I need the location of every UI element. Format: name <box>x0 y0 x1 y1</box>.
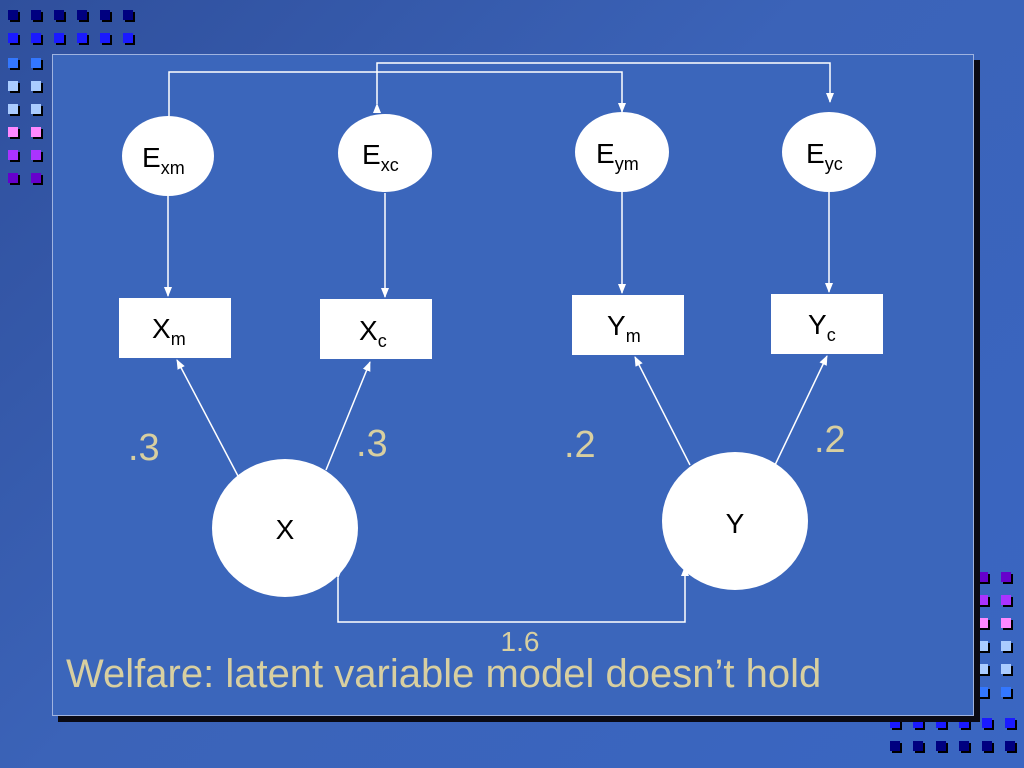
svg-text:Yc: Yc <box>808 309 836 345</box>
decor-square <box>978 595 988 605</box>
loading-arrows <box>176 355 828 477</box>
error-node-exm: Exm <box>122 116 214 196</box>
svg-text:Eym: Eym <box>596 138 639 174</box>
decor-square <box>8 33 18 43</box>
x-y-covariance-arrow <box>334 566 689 623</box>
decor-square <box>1001 618 1011 628</box>
svg-text:Xc: Xc <box>359 315 387 351</box>
decor-square <box>31 10 41 20</box>
decor-square <box>54 33 64 43</box>
svg-text:Eyc: Eyc <box>806 138 843 174</box>
y-to-yc-arrow <box>774 355 828 466</box>
exc-eyc-covariance <box>373 62 834 113</box>
decor-square <box>936 741 946 751</box>
decor-square <box>978 618 988 628</box>
decor-square <box>31 58 41 68</box>
error-node-eym: Eym <box>575 112 669 192</box>
decor-square <box>31 33 41 43</box>
decor-square <box>100 10 110 20</box>
decor-square <box>123 10 133 20</box>
decor-square <box>913 718 923 728</box>
decor-square <box>8 104 18 114</box>
decor-square <box>1005 741 1015 751</box>
svg-text:Ym: Ym <box>607 310 641 346</box>
coef-x-xm: .3 <box>128 427 160 469</box>
latent-node-x: X <box>212 459 358 597</box>
decor-square <box>978 641 988 651</box>
svg-text:Y: Y <box>726 508 745 539</box>
coef-y-yc: .2 <box>814 419 846 461</box>
coef-x-xc: .3 <box>356 423 388 465</box>
decor-square <box>982 718 992 728</box>
y-to-ym-arrow <box>634 356 691 466</box>
decor-square <box>1001 687 1011 697</box>
decor-square <box>1001 595 1011 605</box>
decor-square <box>77 10 87 20</box>
decor-square <box>8 127 18 137</box>
latent-node-y: Y <box>662 452 808 590</box>
error-node-eyc: Eyc <box>782 112 876 192</box>
decor-square <box>959 741 969 751</box>
decor-square <box>31 150 41 160</box>
decor-square <box>31 127 41 137</box>
coef-y-ym: .2 <box>564 424 596 466</box>
decor-square <box>31 104 41 114</box>
decor-square <box>31 173 41 183</box>
decor-square <box>978 572 988 582</box>
decor-square <box>936 718 946 728</box>
decor-square <box>8 173 18 183</box>
decor-square <box>1001 641 1011 651</box>
decor-square <box>8 58 18 68</box>
decor-square <box>978 687 988 697</box>
decor-square <box>959 718 969 728</box>
decor-square <box>8 10 18 20</box>
decor-square <box>31 81 41 91</box>
svg-text:Xm: Xm <box>152 313 186 349</box>
decor-square <box>123 33 133 43</box>
indicator-box-yc: Yc <box>771 294 883 354</box>
decor-square <box>54 10 64 20</box>
decor-square <box>978 664 988 674</box>
error-node-exc: Exc <box>338 114 432 192</box>
x-to-xm-arrow <box>176 359 239 477</box>
decor-square <box>890 741 900 751</box>
x-to-xc-arrow <box>325 361 371 471</box>
decor-square <box>1001 572 1011 582</box>
slide-title: Welfare: latent variable model doesn’t h… <box>66 652 822 696</box>
error-path-arrows <box>164 192 833 298</box>
decor-square <box>1001 664 1011 674</box>
decor-square <box>890 718 900 728</box>
svg-text:Exc: Exc <box>362 139 399 175</box>
decor-square <box>100 33 110 43</box>
indicator-box-ym: Ym <box>572 295 684 355</box>
indicator-box-xm: Xm <box>119 298 231 358</box>
decor-square <box>8 150 18 160</box>
decor-square <box>77 33 87 43</box>
coef-x-y-covariance: 1.6 <box>501 626 540 657</box>
decor-square <box>913 741 923 751</box>
indicator-box-xc: Xc <box>320 299 432 359</box>
error-covariance-arrows <box>165 62 834 125</box>
exm-eym-covariance <box>165 71 626 125</box>
decor-square <box>982 741 992 751</box>
decor-square <box>8 81 18 91</box>
svg-text:Exm: Exm <box>142 142 185 178</box>
decor-square <box>1005 718 1015 728</box>
svg-text:X: X <box>276 514 295 545</box>
